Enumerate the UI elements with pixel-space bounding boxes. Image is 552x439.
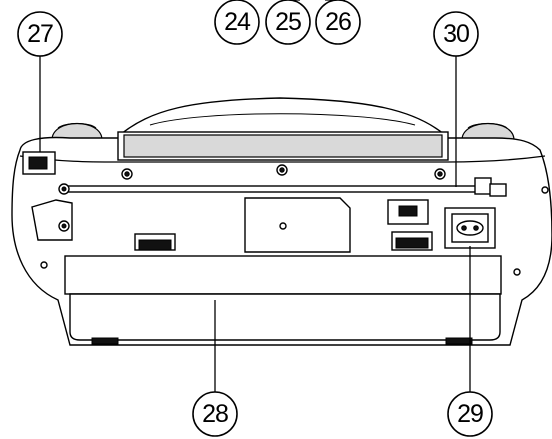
battery-cover-28 <box>64 255 502 341</box>
svg-text:27: 27 <box>27 20 53 48</box>
callout-30: 30 <box>433 11 479 57</box>
antenna-mount <box>31 199 73 241</box>
svg-text:24: 24 <box>224 8 251 36</box>
svg-text:30: 30 <box>443 20 469 48</box>
small-slot <box>387 199 429 225</box>
screw-left <box>121 168 133 180</box>
callout-26: 26 <box>315 0 361 45</box>
screw-right <box>434 168 446 180</box>
rear-label-plate <box>244 197 351 253</box>
ac-power-socket-29 <box>444 207 496 249</box>
callout-28: 28 <box>192 391 238 437</box>
svg-text:29: 29 <box>457 400 483 428</box>
callout-27: 27 <box>17 11 63 57</box>
callout-29: 29 <box>447 391 493 437</box>
hole-left <box>40 261 48 269</box>
hole-far-right <box>541 186 549 194</box>
top-lid <box>118 97 447 136</box>
callout-25: 25 <box>265 0 311 45</box>
svg-text:26: 26 <box>325 8 351 36</box>
antenna-rod-30 <box>58 177 507 197</box>
callout-24: 24 <box>214 0 260 45</box>
hole-right <box>513 268 521 276</box>
foot-right <box>445 337 473 345</box>
lid-contour <box>149 113 416 126</box>
screw-center <box>276 164 288 176</box>
top-handle-inner <box>123 134 443 158</box>
latch-right <box>391 231 433 251</box>
svg-text:28: 28 <box>202 400 228 428</box>
latch-left <box>134 233 176 251</box>
svg-text:25: 25 <box>275 8 301 36</box>
rear-switch-27 <box>22 151 56 175</box>
foot-left <box>91 337 119 345</box>
